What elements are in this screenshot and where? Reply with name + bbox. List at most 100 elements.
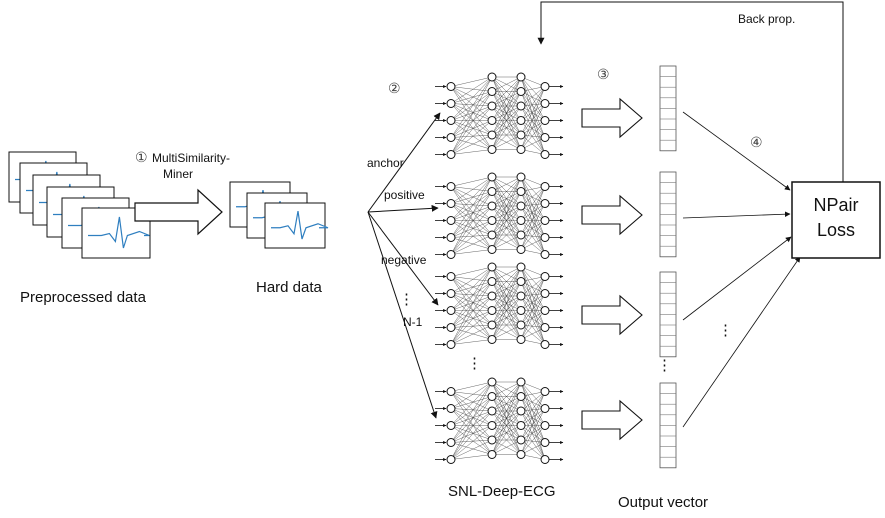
node-icon: [516, 291, 526, 301]
node-icon: [540, 250, 550, 259]
node-icon: [446, 438, 456, 447]
node-icon: [516, 392, 526, 401]
node-icon: [487, 201, 497, 211]
miner-label-line2: Miner: [163, 167, 193, 181]
node-icon: [487, 187, 497, 196]
anchor-label: anchor: [367, 156, 404, 170]
loss-input-arrows: [682, 111, 801, 428]
node-icon: [540, 438, 550, 447]
negative-label: negative: [381, 253, 427, 267]
block-arrow-icon: [581, 294, 643, 336]
node-icon: [516, 435, 526, 445]
node-icon: [540, 272, 550, 281]
miner-label-line1: MultiSimilarity-: [152, 151, 230, 165]
node-icon: [540, 340, 550, 349]
node-icon: [446, 233, 456, 242]
neural-network-icon: [435, 72, 564, 159]
output-block-arrows: [581, 97, 643, 441]
loss-arrow-anchor: [682, 111, 791, 191]
node-icon: [516, 320, 526, 330]
node-icon: [446, 199, 456, 208]
node-icon: [487, 87, 497, 96]
node-icon: [540, 387, 550, 396]
vector-ellipsis-icon: ⋮: [657, 357, 672, 374]
node-icon: [516, 101, 526, 111]
node-icon: [487, 406, 497, 416]
node-icon: [446, 387, 456, 396]
node-icon: [446, 404, 456, 413]
output-vector: [659, 271, 677, 358]
node-icon: [487, 291, 497, 301]
miner-block-arrow-icon: [134, 188, 223, 236]
loss-label-line1: NPair: [813, 195, 858, 215]
miner-step-number: ①: [135, 150, 148, 166]
back-prop-arrow: [537, 1, 844, 182]
node-icon: [516, 335, 526, 344]
node-icon: [516, 145, 526, 154]
node-icon: [516, 230, 526, 240]
node-icon: [446, 150, 456, 159]
node-icon: [516, 201, 526, 211]
node-icon: [516, 172, 526, 182]
node-icon: [487, 172, 497, 182]
node-icon: [540, 182, 550, 191]
branch-ellipsis-icon: ⋮: [399, 291, 414, 308]
node-icon: [540, 150, 550, 159]
node-icon: [487, 450, 497, 459]
node-icon: [540, 199, 550, 208]
node-icon: [487, 435, 497, 445]
node-icon: [446, 289, 456, 298]
node-icon: [446, 455, 456, 464]
loss-arrow-negative: [682, 236, 792, 321]
node-icon: [516, 406, 526, 416]
npair-loss-box: [791, 181, 881, 259]
node-icon: [487, 392, 497, 401]
node-icon: [446, 116, 456, 125]
node-icon: [487, 130, 497, 140]
node-icon: [487, 335, 497, 344]
n-minus-1-arrow: [367, 211, 438, 419]
node-icon: [516, 245, 526, 254]
node-icon: [516, 87, 526, 96]
neural-network-icon: [435, 172, 564, 259]
ecg-signal-icon: [271, 210, 329, 240]
node-icon: [487, 377, 497, 387]
node-icon: [446, 250, 456, 259]
node-icon: [516, 262, 526, 272]
output-vector: [659, 65, 677, 152]
node-icon: [516, 130, 526, 140]
network-group: [435, 72, 564, 464]
fan-out-arrows: [367, 112, 441, 419]
node-icon: [540, 323, 550, 332]
node-icon: [540, 82, 550, 91]
node-icon: [487, 320, 497, 330]
preprocessed-data-stack: [8, 151, 151, 259]
node-icon: [487, 145, 497, 154]
negative-arrow: [367, 211, 439, 306]
network-ellipsis-icon: ⋮: [467, 355, 482, 372]
output-vector-label: Output vector: [618, 494, 708, 511]
loss-arrow-positive: [682, 211, 791, 219]
node-icon: [446, 272, 456, 281]
ecg-signal-icon: [88, 216, 150, 249]
hard-data-label: Hard data: [256, 279, 323, 296]
neural-network-icon: [435, 377, 564, 464]
node-icon: [540, 306, 550, 315]
node-icon: [540, 99, 550, 108]
node-icon: [446, 421, 456, 430]
node-icon: [516, 116, 526, 125]
step-3-number: ③: [597, 67, 610, 83]
positive-arrow: [367, 204, 439, 213]
node-icon: [516, 306, 526, 315]
loss-label-line2: Loss: [817, 220, 855, 240]
node-icon: [487, 421, 497, 430]
node-icon: [540, 116, 550, 125]
node-icon: [516, 216, 526, 225]
step-2-number: ②: [388, 81, 401, 97]
node-icon: [487, 230, 497, 240]
anchor-arrow: [367, 112, 441, 213]
node-icon: [446, 133, 456, 142]
node-icon: [487, 216, 497, 225]
